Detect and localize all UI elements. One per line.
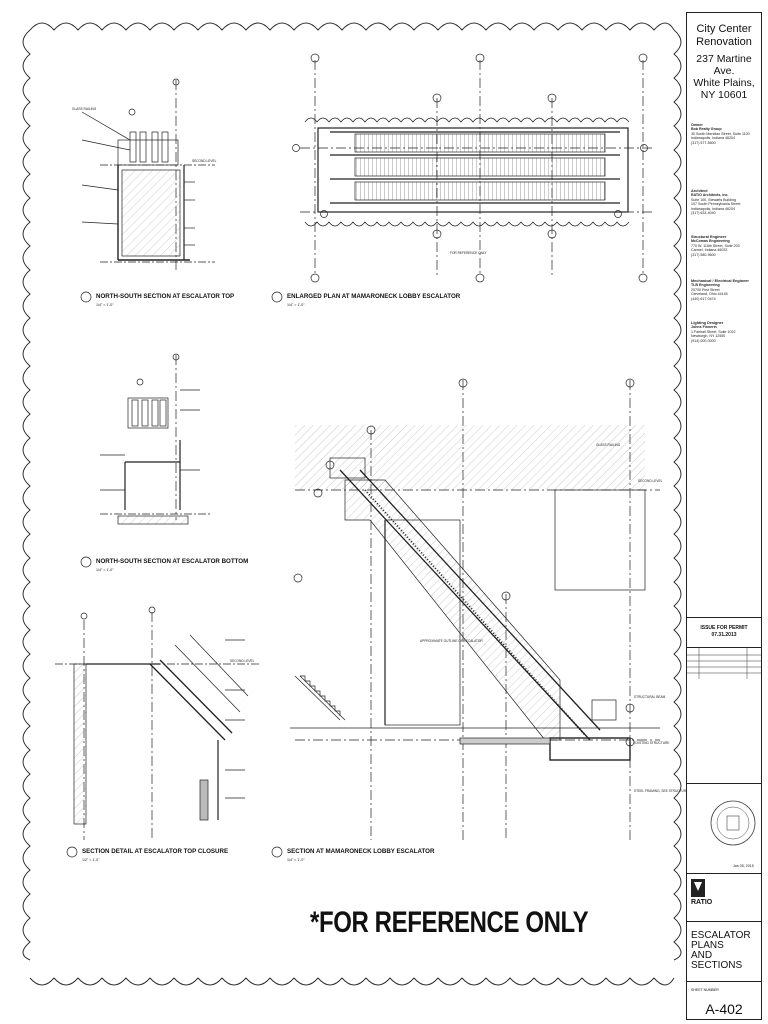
note-second-level: SECOND LEVEL — [192, 159, 217, 163]
consultant-line: 20700 First Street — [691, 287, 720, 292]
consultant-line: 107 South Pennsylvania Street — [691, 202, 741, 207]
firm-mark: RATIO — [691, 899, 713, 906]
tb-divider — [687, 647, 761, 648]
project-name-line2: Renovation — [696, 36, 752, 48]
consultant-role: Mechanical / Electrical Engineer — [691, 279, 749, 283]
revision-table — [687, 647, 761, 679]
note-steel-framing: STEEL FRAMING, SEE STRUCTURAL DRAWINGS — [634, 789, 709, 793]
sheet-number-label: SHEET NUMBER — [691, 988, 719, 992]
consultant-line: (317) 577-5600 — [691, 140, 716, 145]
tb-divider — [687, 873, 761, 874]
consultant-role: Structural Engineer — [691, 235, 727, 239]
note-existing-structure: EXISTING STRUCTURE — [634, 741, 670, 745]
drawing-canvas — [22, 22, 682, 986]
issue-block: ISSUE FOR PERMIT 07.31.2013 — [687, 625, 761, 639]
consultant-architect: Architect RATIO Architects, Inc. Suite 1… — [691, 189, 757, 215]
consultant-lighting: Lighting Designer Johns Finnerin 1 Fairh… — [691, 321, 757, 343]
tb-divider — [687, 783, 761, 784]
project-address-line2: White Plains, NY 10601 — [693, 77, 755, 101]
consultant-line: 1 Fairhall Street, Suite 1022 — [691, 329, 736, 334]
consultant-role: Owner — [691, 123, 703, 127]
consultant-name: RATIO Architects, Inc. — [691, 193, 729, 198]
consultant-owner: Owner Bob Realty Group 30 South Meridian… — [691, 123, 757, 145]
ratio-logo-icon — [691, 879, 705, 897]
drawing-title-1: NORTH-SOUTH SECTION AT ESCALATOR TOP — [96, 293, 235, 300]
consultant-role: Architect — [691, 189, 708, 193]
consultant-line: Indianapolis, Indiana 46204 — [691, 136, 735, 141]
revision-cloud — [22, 22, 682, 986]
for-reference-stamp: *FOR REFERENCE ONLY — [310, 906, 589, 939]
section-lobby-escalator — [271, 378, 660, 858]
note-glass-railing-2: GLASS RAILING — [596, 443, 621, 447]
note-glass-railing: GLASS RAILING — [72, 107, 97, 111]
consultant-line: Cleveland, Ohio 44145 — [691, 292, 728, 297]
note-structural-beam: STRUCTURAL BEAM — [634, 695, 666, 699]
consultant-name: McComas Engineering — [691, 239, 730, 244]
section-detail-top-closure — [55, 606, 260, 858]
consultant-name: Johns Finnerin — [691, 325, 717, 330]
note-for-reference: FOR REFERENCE ONLY — [450, 251, 487, 255]
note-approx-outline: APPROXIMATE OUTLINE OF ESCALATOR — [420, 639, 483, 643]
note-second-level-2: SECOND LEVEL — [638, 479, 663, 483]
drawing-scale-1: 1/4" = 1'-0" — [96, 303, 114, 307]
issue-label: ISSUE FOR PERMIT — [700, 625, 748, 631]
drawing-scale-5: 1/4" = 1'-0" — [287, 858, 305, 862]
consultant-line: Newburgh, NY 12550 — [691, 334, 726, 339]
seal-icon — [710, 800, 756, 846]
consultant-name: Bob Realty Group — [691, 127, 722, 132]
consultant-line: (317) 633-4040 — [691, 211, 716, 216]
tb-divider — [687, 921, 761, 922]
sheet-title-line1: ESCALATOR PLANS — [691, 930, 751, 951]
consultant-structural: Structural Engineer McComas Engineering … — [691, 235, 757, 257]
consultant-line: Suite 100, Stewarts Building — [691, 197, 736, 202]
consultant-line: (914) 000-0000 — [691, 338, 716, 343]
consultant-line: (440) 617-0474 — [691, 296, 716, 301]
issue-date: 07.31.2013 — [711, 632, 737, 638]
enlarged-plan — [271, 53, 655, 303]
tb-divider — [687, 981, 761, 982]
consultant-name: TLB Engineering — [691, 283, 720, 288]
project-address-line1: 237 Martine Ave. — [696, 53, 752, 77]
drawing-scale-2: 1/4" = 1'-0" — [287, 303, 305, 307]
consultant-line: (317) 580-9600 — [691, 252, 716, 257]
sheet-title: ESCALATOR PLANS AND SECTIONS — [691, 931, 761, 971]
drawing-title-3: NORTH-SOUTH SECTION AT ESCALATOR BOTTOM — [96, 558, 249, 565]
consultant-mep: Mechanical / Electrical Engineer TLB Eng… — [691, 279, 757, 301]
drawing-scale-4: 1/2" = 1'-0" — [82, 858, 100, 862]
consultant-line: 30 South Meridian Street, Suite 1100 — [691, 131, 750, 136]
drawing-title-5: SECTION AT MAMARONECK LOBBY ESCALATOR — [287, 848, 435, 855]
drawing-title-2: ENLARGED PLAN AT MAMARONECK LOBBY ESCALA… — [287, 293, 461, 300]
project-info: City Center Renovation 237 Martine Ave. … — [687, 13, 761, 101]
consultant-line: Indianapolis, Indiana 46204 — [691, 206, 735, 211]
drawing-title-4: SECTION DETAIL AT ESCALATOR TOP CLOSURE — [82, 848, 229, 855]
seal-date: Jan 05, 2015 — [733, 864, 754, 868]
consultant-role: Lighting Designer — [691, 321, 724, 325]
sheet-number: A-402 — [705, 1001, 743, 1017]
tb-divider — [687, 617, 761, 618]
sheet-title-line2: AND SECTIONS — [691, 950, 743, 971]
note-second-level-3: SECOND LEVEL — [230, 659, 255, 663]
consultant-line: 770 W. 116th Street, Suite 203 — [691, 243, 740, 248]
section-escalator-top — [80, 78, 215, 303]
title-block: City Center Renovation 237 Martine Ave. … — [686, 12, 762, 1020]
consultant-line: Carmel, Indiana 46032 — [691, 248, 728, 253]
drawing-scale-3: 1/4" = 1'-0" — [96, 568, 114, 572]
section-escalator-bottom — [80, 353, 210, 568]
project-name-line1: City Center — [696, 23, 752, 35]
